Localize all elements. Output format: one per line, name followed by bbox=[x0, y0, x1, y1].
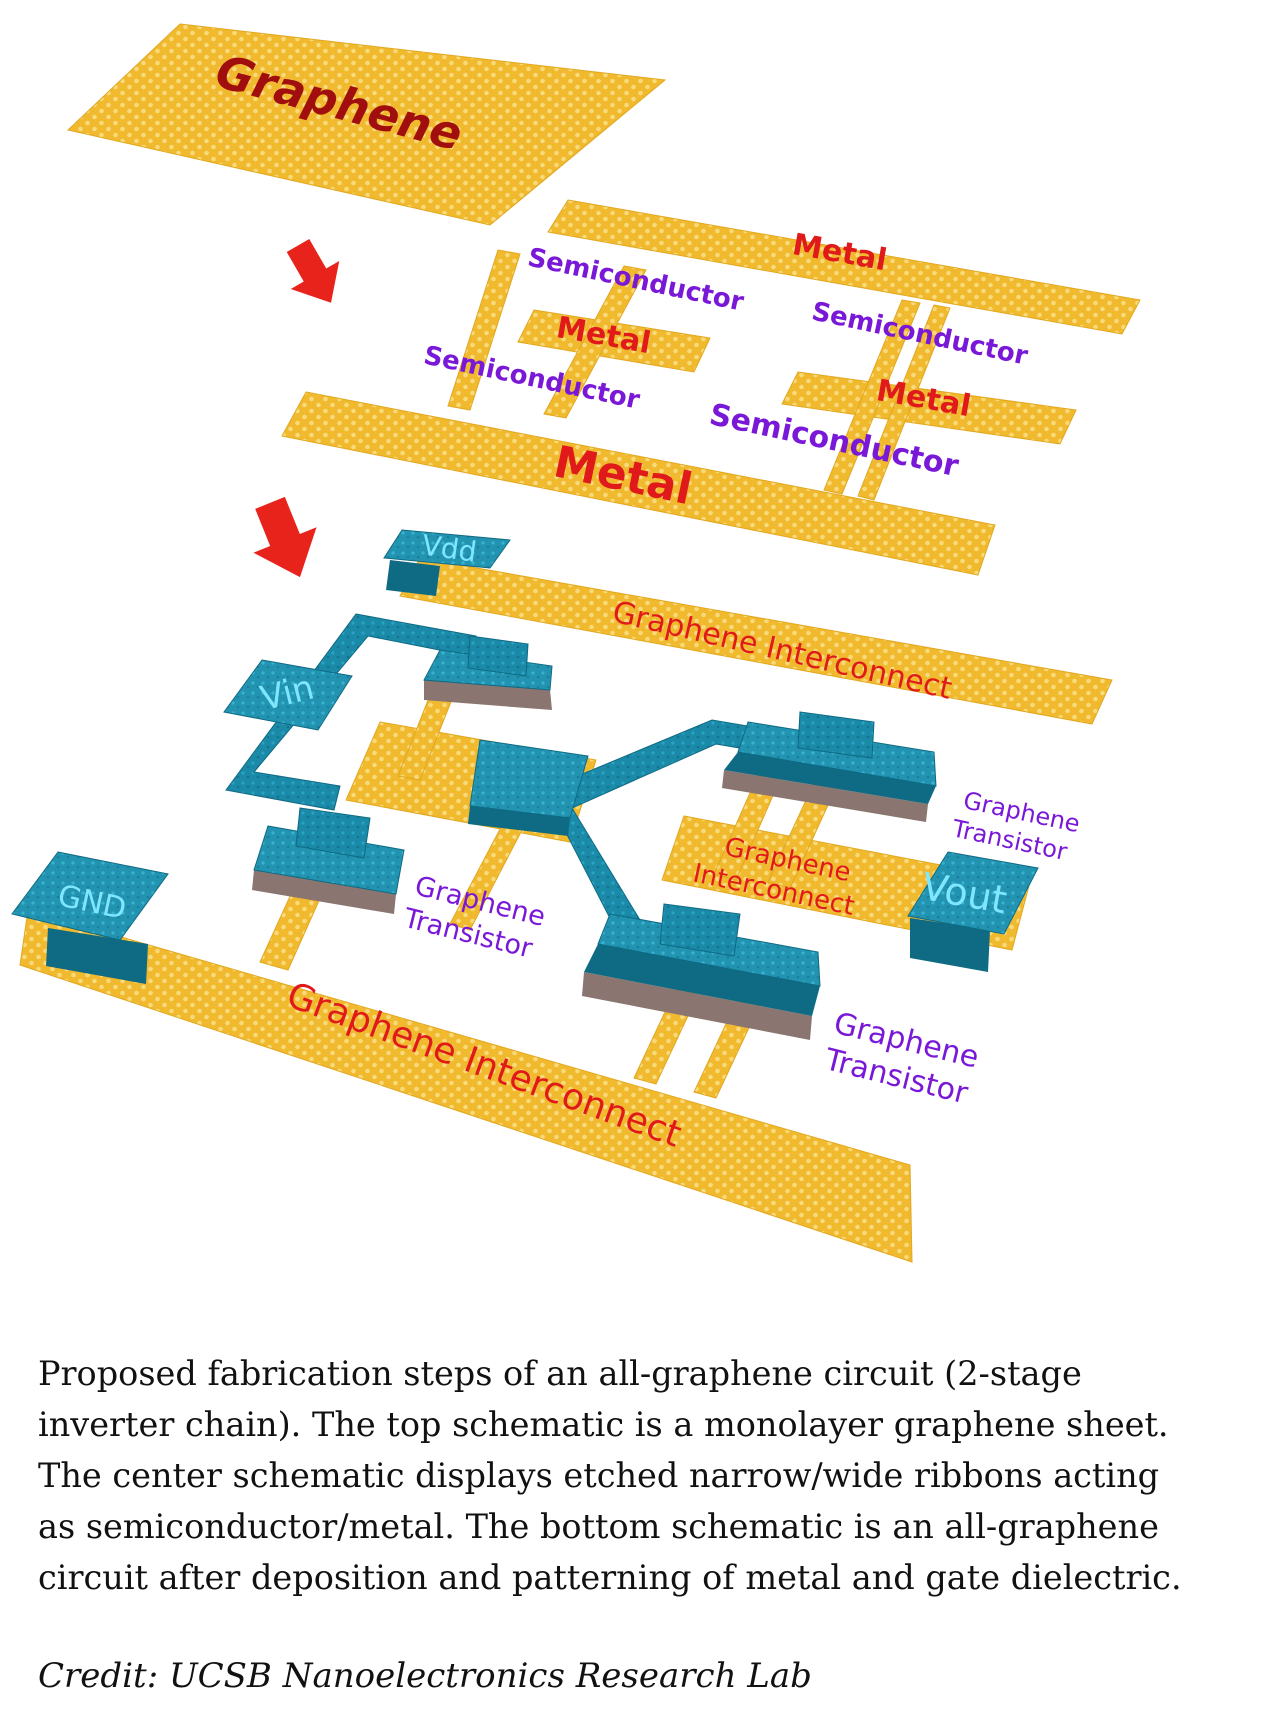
down-arrow-icon bbox=[286, 239, 340, 303]
caption-line: Proposed fabrication steps of an all-gra… bbox=[38, 1354, 1082, 1393]
caption-line: as semiconductor/metal. The bottom schem… bbox=[38, 1507, 1159, 1546]
image-credit: Credit: UCSB Nanoelectronics Research La… bbox=[38, 1656, 812, 1696]
vdd-label: Vdd bbox=[420, 528, 479, 568]
caption-line: The center schematic displays etched nar… bbox=[38, 1456, 1160, 1495]
fabrication-diagram: Graphene Metal Metal Metal Metal Semicon… bbox=[11, 23, 1141, 1263]
graphene-transistor bbox=[252, 807, 405, 914]
graphene-sheet: Graphene bbox=[66, 23, 667, 226]
gnd-pad: GND bbox=[11, 851, 169, 984]
etched-ribbons bbox=[281, 199, 1141, 576]
graphene-transistor bbox=[582, 903, 821, 1040]
down-arrow-icon bbox=[253, 496, 317, 578]
graphene-transistor bbox=[468, 739, 589, 836]
caption-line: circuit after deposition and patterning … bbox=[38, 1558, 1182, 1597]
figure-caption: Proposed fabrication steps of an all-gra… bbox=[38, 1348, 1248, 1603]
vout-pad: Vout bbox=[907, 851, 1039, 972]
vdd-pad: Vdd bbox=[383, 528, 511, 596]
etched-ribbon-labels: Metal Metal Metal Metal Semiconductor Se… bbox=[421, 227, 1030, 515]
graphene-transistor bbox=[423, 635, 553, 710]
caption-line: inverter chain). The top schematic is a … bbox=[38, 1405, 1169, 1444]
vin-pad: Vin bbox=[223, 659, 353, 731]
graphene-transistor bbox=[722, 711, 937, 822]
